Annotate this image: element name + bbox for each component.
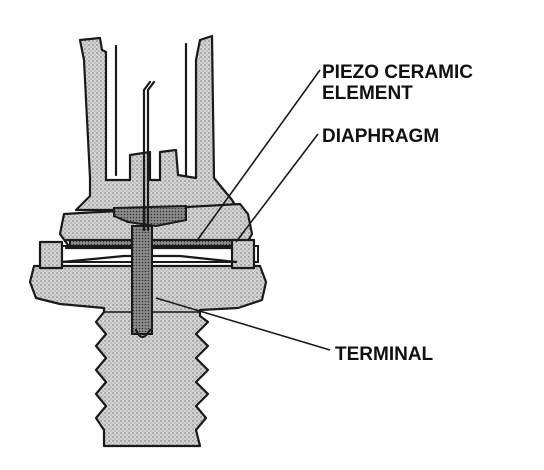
- terminal-pin: [131, 80, 156, 339]
- diaphragm-leader-line: [235, 133, 319, 243]
- diaphragm-label: DIAPHRAGM: [322, 126, 439, 147]
- element-label: ELEMENT: [322, 83, 413, 104]
- piezo-ceramic-label: PIEZO CERAMIC: [322, 62, 473, 83]
- terminal-label: TERMINAL: [335, 344, 434, 365]
- connector-housing: [74, 34, 240, 212]
- piezo-leader-line: [195, 69, 321, 243]
- terminal-leader-line: [155, 297, 331, 351]
